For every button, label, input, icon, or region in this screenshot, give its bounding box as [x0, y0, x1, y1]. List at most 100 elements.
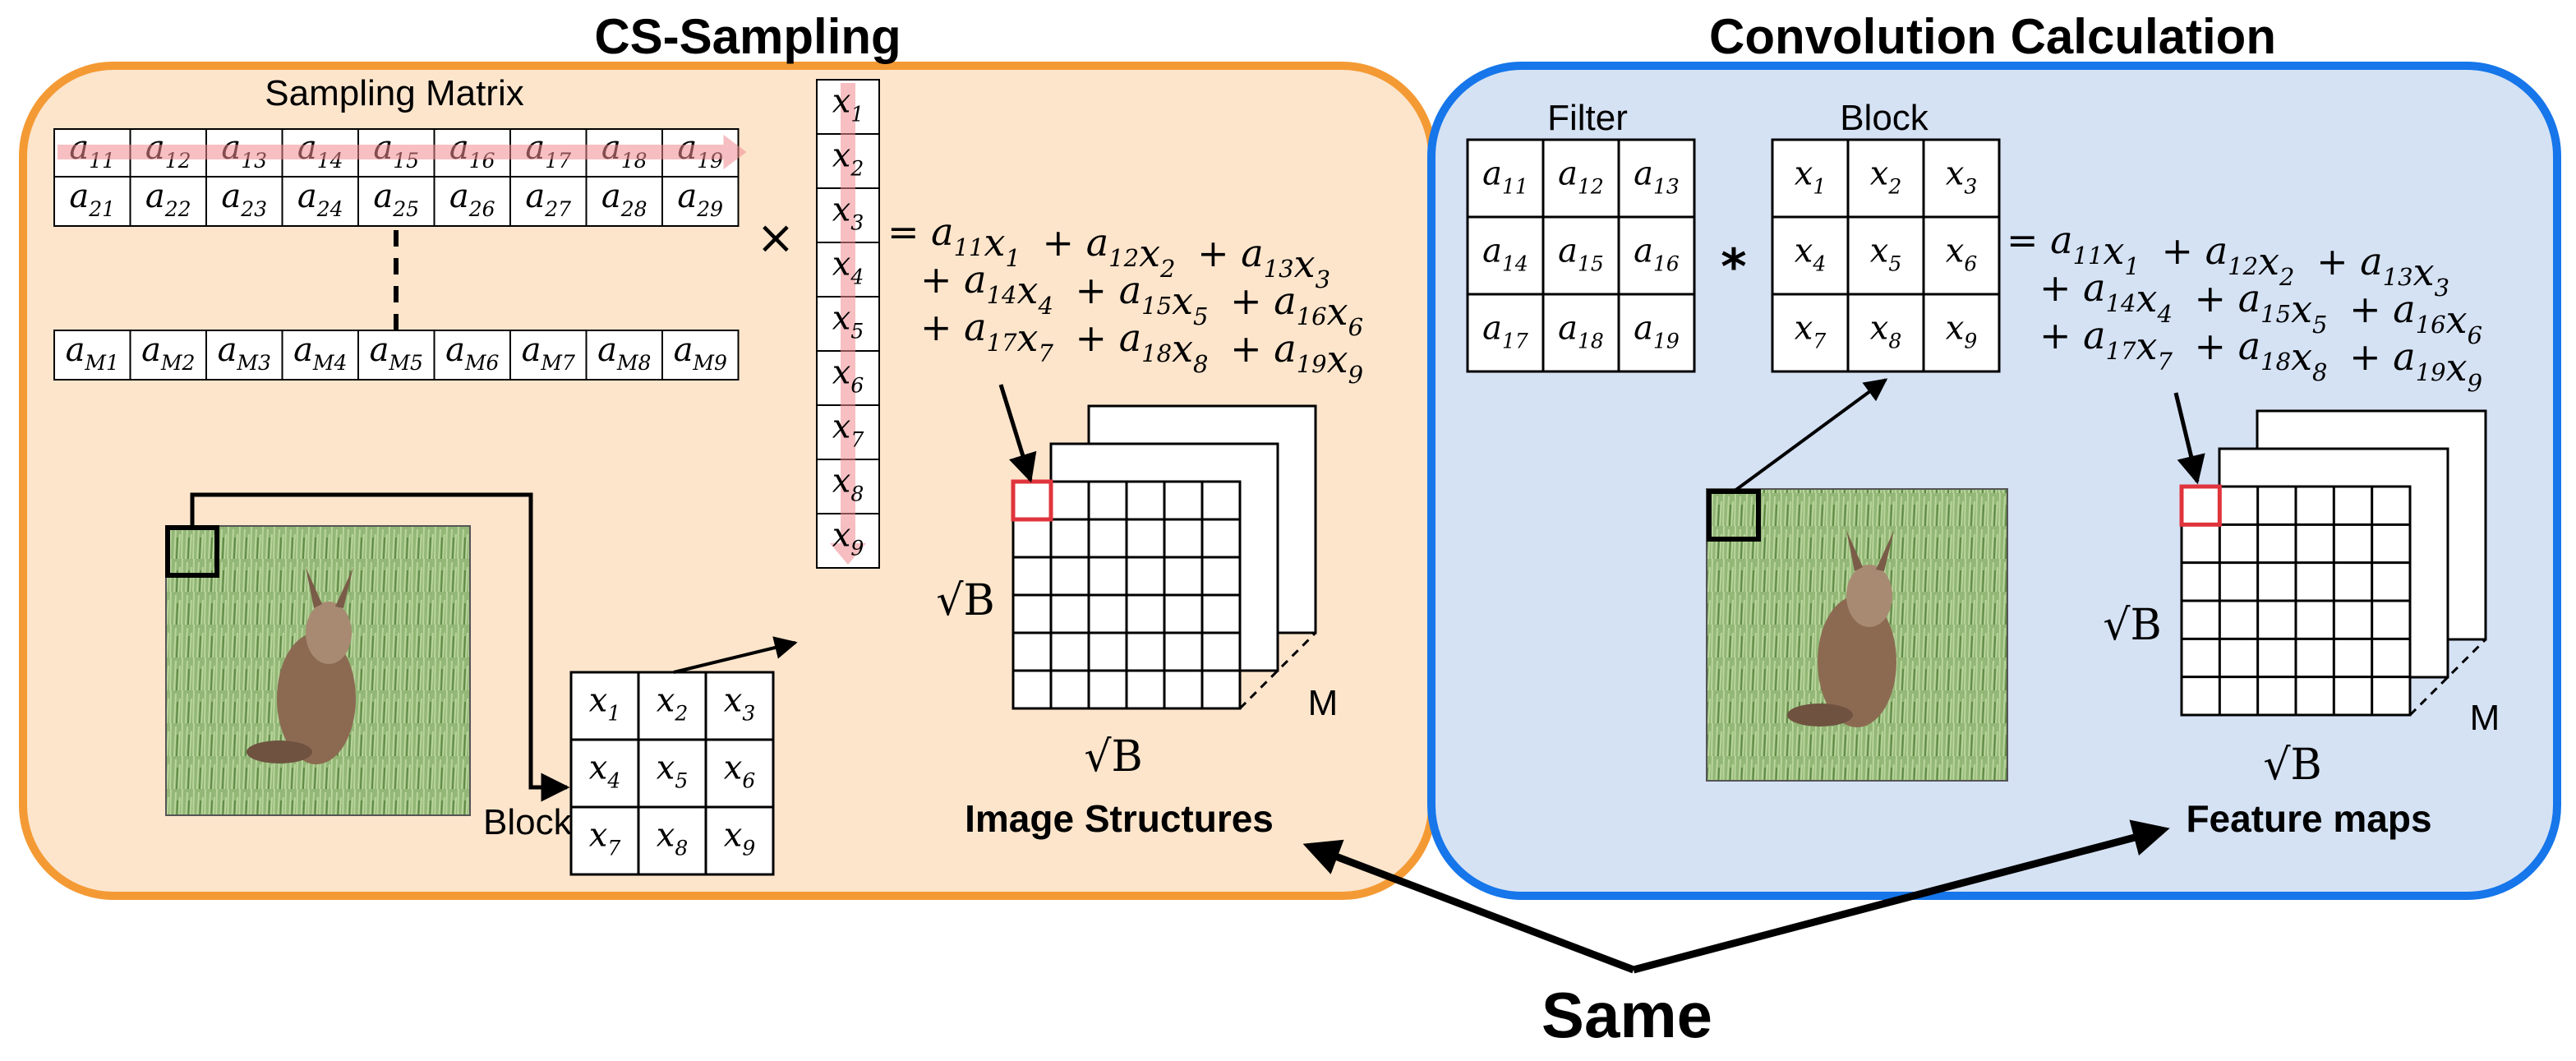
- conv-block-entry: x3: [1946, 155, 1977, 199]
- matrix-cell: [585, 176, 663, 227]
- matrix-cell: [281, 330, 359, 381]
- filter-cell: [1617, 293, 1696, 373]
- block-entry: x1: [589, 682, 620, 726]
- block-cell: [569, 805, 640, 876]
- feature-maps-stack: [2179, 409, 2487, 717]
- matrix-cell: [509, 176, 588, 227]
- matrix-entry: a28: [601, 178, 647, 221]
- matrix-entry: aM8: [597, 331, 651, 375]
- matrix-entry: aM1: [66, 331, 119, 375]
- filter-entry: a15: [1558, 233, 1604, 276]
- filter-label: Filter: [1547, 98, 1628, 138]
- matrix-cell: [129, 330, 207, 381]
- matrix-cell: [129, 176, 207, 227]
- kangaroo-figure: [247, 567, 356, 764]
- matrix-cell: [585, 330, 663, 381]
- conv-eq-to-grid-arrow: [2173, 392, 2205, 485]
- matrix-entry: aM3: [218, 331, 271, 375]
- matrix-cell: [357, 176, 435, 227]
- equation-line: + a17x7 + a18x8 + a19x9: [920, 305, 1363, 389]
- matrix-entry: a24: [297, 178, 343, 221]
- image-structures-stack: [1011, 404, 1317, 710]
- equation-line: = a11x1 + a12x2 + a13x3: [887, 210, 1330, 293]
- conv-block-entry: x2: [1870, 155, 1901, 199]
- conv-block-entry: x9: [1946, 310, 1978, 353]
- cs-block-connector: [190, 492, 570, 802]
- matrix-entry: a23: [221, 178, 267, 221]
- multiply-sign: ×: [757, 211, 795, 265]
- highlighted-cell: [2179, 484, 2222, 527]
- matrix-cell: [433, 330, 511, 381]
- matrix-entry: aM5: [370, 331, 423, 375]
- matrix-cell: [281, 176, 359, 227]
- conv-block-entry: x5: [1870, 233, 1901, 276]
- sampling-matrix: a11a12a13a14a15a16a17a18a19a21a22a23a24a…: [53, 128, 747, 381]
- sampling-matrix-label: Sampling Matrix: [265, 73, 523, 113]
- block-entry: x9: [724, 817, 756, 860]
- filter-cell: [1617, 215, 1696, 296]
- cs-eq-to-grid-arrow: [998, 384, 1037, 483]
- matrix-entry: a26: [449, 178, 495, 221]
- matrix-entry: aM4: [293, 331, 347, 375]
- vector-entry: x5: [832, 300, 864, 344]
- matrix-row-m: aM1 aM2 aM3 aM4 aM5 aM6 aM7 aM8 aM9: [53, 330, 740, 381]
- vector-entry: x8: [832, 463, 864, 506]
- filter-entry: a16: [1634, 233, 1680, 276]
- row1-highlight-arrow: [58, 135, 747, 169]
- matrix-entry: a27: [525, 178, 571, 221]
- vector-entry: x1: [832, 83, 864, 127]
- equation-line: + a17x7 + a18x8 + a19x9: [2039, 313, 2482, 397]
- filter-cell: [1466, 293, 1545, 373]
- same-arrow-right: [1632, 819, 2170, 974]
- filter-entry: a17: [1482, 310, 1528, 353]
- matrix-cell: [357, 330, 435, 381]
- feature-maps-label: Feature maps: [2186, 797, 2431, 840]
- conv-block-cell: [1922, 138, 2001, 219]
- conv-block-entry: x6: [1946, 233, 1978, 276]
- matrix-entry: aM6: [445, 331, 499, 375]
- conv-grid-depth-label: M: [2470, 698, 2500, 738]
- filter-entry: a19: [1634, 310, 1680, 353]
- block-entry: x4: [589, 750, 620, 793]
- same-label: Same: [1541, 979, 1712, 1051]
- conv-block-cell: [1846, 293, 1925, 373]
- filter-entry: a13: [1634, 155, 1680, 199]
- block-cell: [704, 805, 775, 876]
- matrix-entry: aM7: [522, 331, 575, 375]
- block-cell: [704, 738, 775, 809]
- block-entry: x6: [724, 750, 756, 793]
- matrix-cell: [205, 330, 283, 381]
- vector-entry: x2: [832, 137, 864, 181]
- matrix-cell: [661, 176, 740, 227]
- matrix-entry: aM2: [141, 331, 195, 375]
- equation-line: = a11x1 + a12x2 + a13x3: [2007, 218, 2449, 302]
- vector-highlight-arrow: [830, 83, 866, 565]
- kangaroo-photo-conv: [1706, 488, 2008, 782]
- cs-grid-side-label: √B: [936, 576, 994, 625]
- block-entry: x5: [657, 750, 688, 793]
- equation-line: + a14x4 + a15x5 + a16x6: [920, 257, 1363, 341]
- vector-entry: x9: [832, 517, 864, 560]
- block-entry: x7: [589, 817, 621, 860]
- filter-cell: [1541, 293, 1620, 373]
- conv-block-label: Block: [1840, 98, 1929, 138]
- filter-entry: a18: [1558, 310, 1604, 353]
- filter-cell: [1541, 215, 1620, 296]
- block-entry: x2: [657, 682, 688, 726]
- block-entry: x3: [724, 682, 755, 726]
- matrix-entry: a21: [69, 178, 115, 221]
- cs-grid-depth-label: M: [1308, 683, 1339, 723]
- conv-panel-title: Convolution Calculation: [1709, 9, 2276, 64]
- matrix-entry: aM9: [674, 331, 727, 375]
- cs-block-label: Block: [483, 802, 573, 842]
- cs-panel-title: CS-Sampling: [594, 9, 901, 64]
- stack-depth-line: [1238, 631, 1317, 710]
- cs-equation: = a11x1 + a12x2 + a13x3 + a14x4 + a15x5 …: [887, 210, 1363, 389]
- conv-grid-bottom-label: √B: [2263, 740, 2321, 790]
- image-structures-label: Image Structures: [965, 797, 1274, 840]
